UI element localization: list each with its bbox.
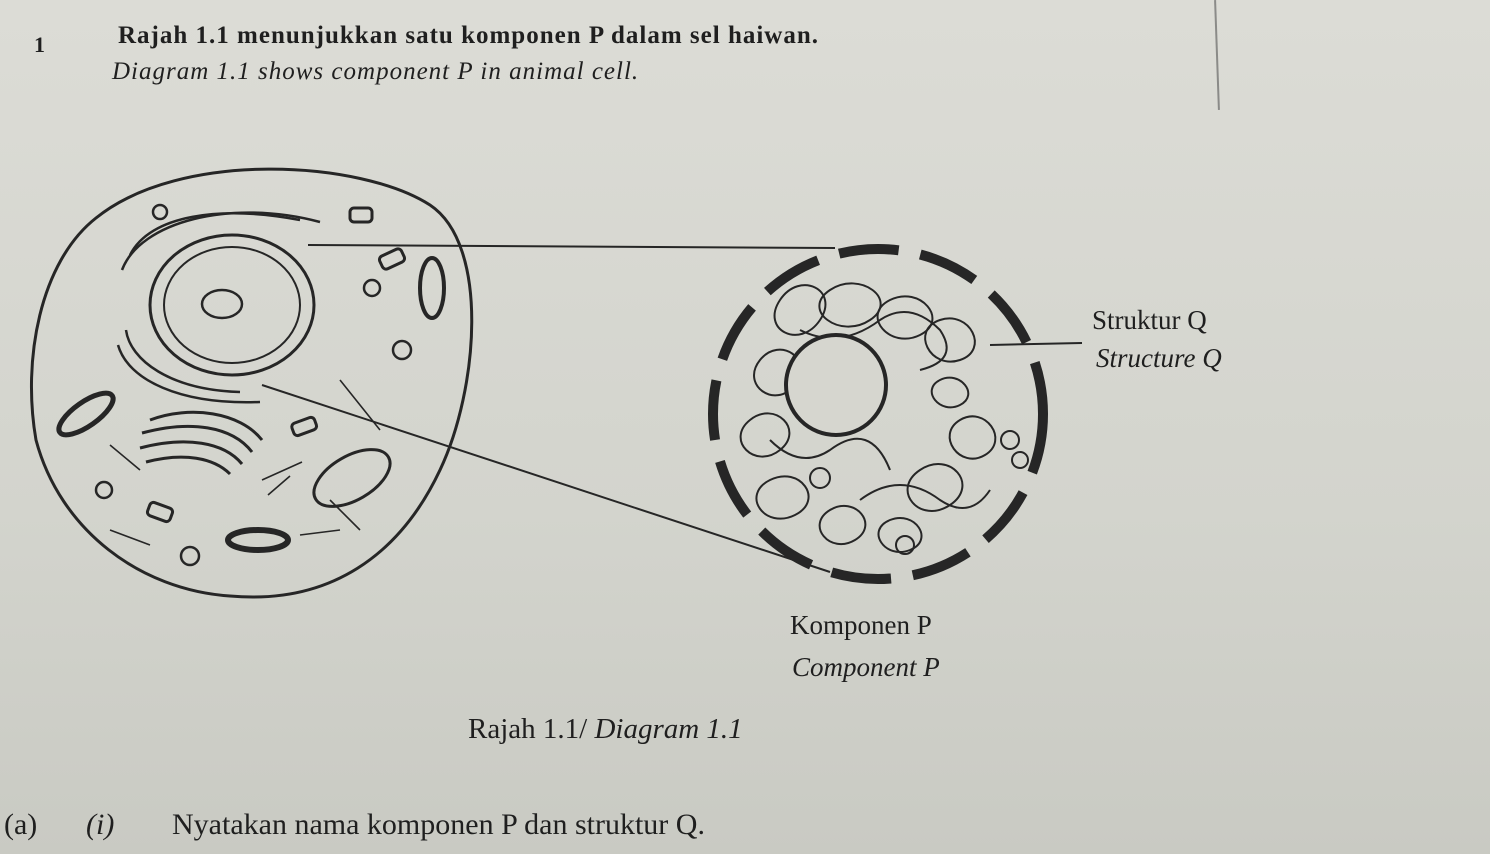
part-label: (a) [4, 808, 38, 841]
cell-nucleolus [200, 288, 244, 320]
cell-membrane [30, 167, 474, 599]
caption-english: Diagram 1.1 [594, 713, 743, 745]
question-number: 1 [34, 32, 45, 57]
nucleolus [784, 333, 888, 437]
label-component-p-english: Component P [792, 652, 940, 682]
question-text-english: Diagram 1.1 shows component P in animal … [112, 58, 640, 85]
caption-malay: Rajah 1.1/ [468, 713, 588, 745]
nuclear-envelope [708, 244, 1048, 584]
mitochondrion [418, 256, 446, 320]
cell-nucleus [148, 233, 316, 377]
label-structure-q-malay: Struktur Q [1092, 305, 1207, 335]
label-component-p-malay: Komponen P [790, 610, 932, 640]
chromatin [739, 282, 1029, 555]
golgi-apparatus [149, 410, 264, 441]
label-structure-q-english: Structure Q [1096, 343, 1222, 373]
question-text-malay: Rajah 1.1 menunjukkan satu komponen P da… [118, 22, 819, 49]
sub-part-label: (i) [86, 808, 115, 841]
structure-q-pointer [989, 342, 1083, 346]
diagram-caption: Rajah 1.1/ Diagram 1.1 [468, 713, 743, 746]
vacuole [312, 448, 392, 508]
part-question-text: Nyatakan nama komponen P dan struktur Q. [172, 808, 705, 841]
